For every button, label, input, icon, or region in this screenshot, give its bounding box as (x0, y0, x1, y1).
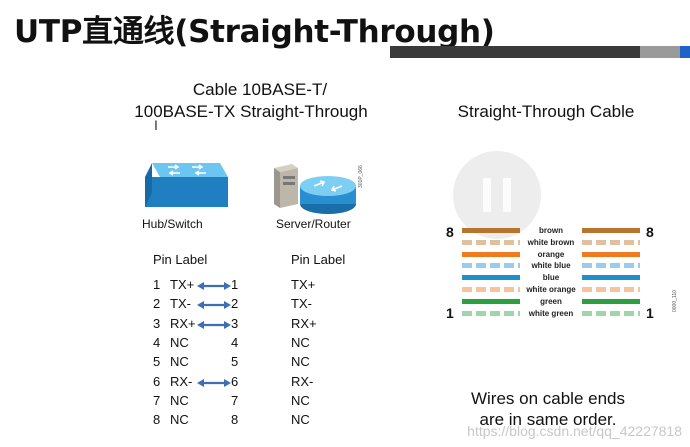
wire-label: white orange (526, 285, 576, 294)
pin-label-left: NC (170, 354, 189, 370)
pin-number-right: 6 (231, 373, 239, 389)
pin-number: 2 (153, 296, 161, 312)
title-bar-blue (680, 46, 690, 58)
watermark: https://blog.csdn.net/qq_42227818 (467, 423, 682, 439)
wire-left (462, 287, 520, 292)
pin-number-right: 8 (231, 412, 239, 428)
pin-label-left: TX+ (170, 277, 195, 292)
wire-right (582, 251, 640, 257)
pin-label-right: TX- (291, 296, 312, 312)
right-heading: Straight-Through Cable (457, 102, 635, 121)
pin-number-right: 5 (231, 354, 239, 370)
diagram-code: 0000_110 (672, 290, 678, 312)
pin-label-right: NC (291, 392, 310, 408)
title-bar-gray (640, 46, 680, 58)
bidirectional-arrow-icon (197, 301, 231, 310)
wire-left (462, 298, 520, 304)
pin-number-right: 3 (231, 315, 239, 331)
pin-label-right: RX- (291, 373, 314, 389)
pin-label-right-header: Pin Label (291, 252, 346, 267)
pin-label-right: NC (291, 354, 310, 370)
pin-number: 6 (153, 373, 161, 389)
text-cursor-icon: I (154, 117, 158, 133)
device-code: 301P_066 (358, 165, 364, 188)
wire-left (462, 263, 520, 269)
pin-label-right: NC (291, 412, 310, 428)
wire-label: white blue (531, 261, 571, 271)
server-router-label: Server/Router (276, 217, 351, 231)
bidirectional-arrow-icon (197, 282, 231, 290)
wire-label: white brown (527, 237, 575, 247)
wire-label: blue (542, 273, 560, 283)
hub-switch-label: Hub/Switch (142, 217, 203, 231)
bidirectional-arrow-icon (197, 320, 231, 329)
pin-label-left: NC (170, 392, 189, 408)
pin-label-right: NC (291, 334, 310, 350)
wire-caption-line2: are in same order. (479, 410, 617, 429)
pin-label-right: TX+ (291, 277, 316, 292)
pin-number-right: 7 (231, 392, 239, 408)
server-icon (274, 164, 298, 208)
pin-number: 3 (153, 315, 161, 331)
wire-left (462, 251, 520, 257)
pause-overlay-icon[interactable] (452, 150, 542, 240)
pin-number-right: 2 (231, 296, 239, 312)
title-bar-dark (390, 46, 640, 58)
pin-number-right: 4 (231, 334, 239, 350)
wire-right (582, 287, 640, 292)
wire-left (462, 239, 520, 245)
switch-icon (145, 163, 228, 207)
pin-label-left: RX+ (170, 315, 196, 331)
wire-right (582, 298, 640, 304)
bidirectional-arrow-icon (197, 378, 231, 387)
pin-number: 4 (153, 334, 161, 350)
wire-caption-line1: Wires on cable ends (470, 389, 626, 408)
end-top-left: 8 (446, 224, 454, 240)
page-title: UTP直通线(Straight-Through) (14, 14, 495, 50)
wire-label: green (540, 296, 562, 306)
wire-left (462, 310, 520, 316)
end-bottom-left: 1 (446, 305, 454, 321)
pin-number: 5 (153, 354, 161, 370)
pin-number: 7 (153, 392, 161, 408)
wire-right (582, 310, 640, 316)
wire-right (582, 275, 640, 281)
end-bottom-right: 1 (646, 305, 654, 321)
pin-number: 8 (153, 412, 161, 428)
wire-left (462, 228, 520, 233)
pin-label-left-header: Pin Label (153, 252, 208, 267)
router-icon (300, 176, 356, 214)
pin-number: 1 (153, 277, 161, 292)
pin-label-right: RX+ (291, 315, 317, 331)
left-heading-line1: Cable 10BASE-T/ (192, 80, 328, 99)
end-top-right: 8 (646, 224, 654, 240)
pin-label-left: NC (170, 334, 189, 350)
wire-label: orange (537, 249, 565, 259)
pin-label-left: RX- (170, 373, 193, 389)
wire-right (582, 228, 640, 233)
wire-left (462, 275, 520, 281)
wire-right (582, 263, 640, 269)
wire-label: brown (539, 226, 563, 235)
wire-caption: Wires on cable ends are in same order. (448, 388, 648, 430)
pin-number-right: 1 (231, 277, 239, 292)
pin-label-left: NC (170, 412, 189, 428)
pin-label-left: TX- (170, 296, 191, 312)
wire-label: white green (528, 308, 574, 318)
wire-right (582, 239, 640, 245)
left-heading-line2: 100BASE-TX Straight-Through (134, 102, 368, 121)
